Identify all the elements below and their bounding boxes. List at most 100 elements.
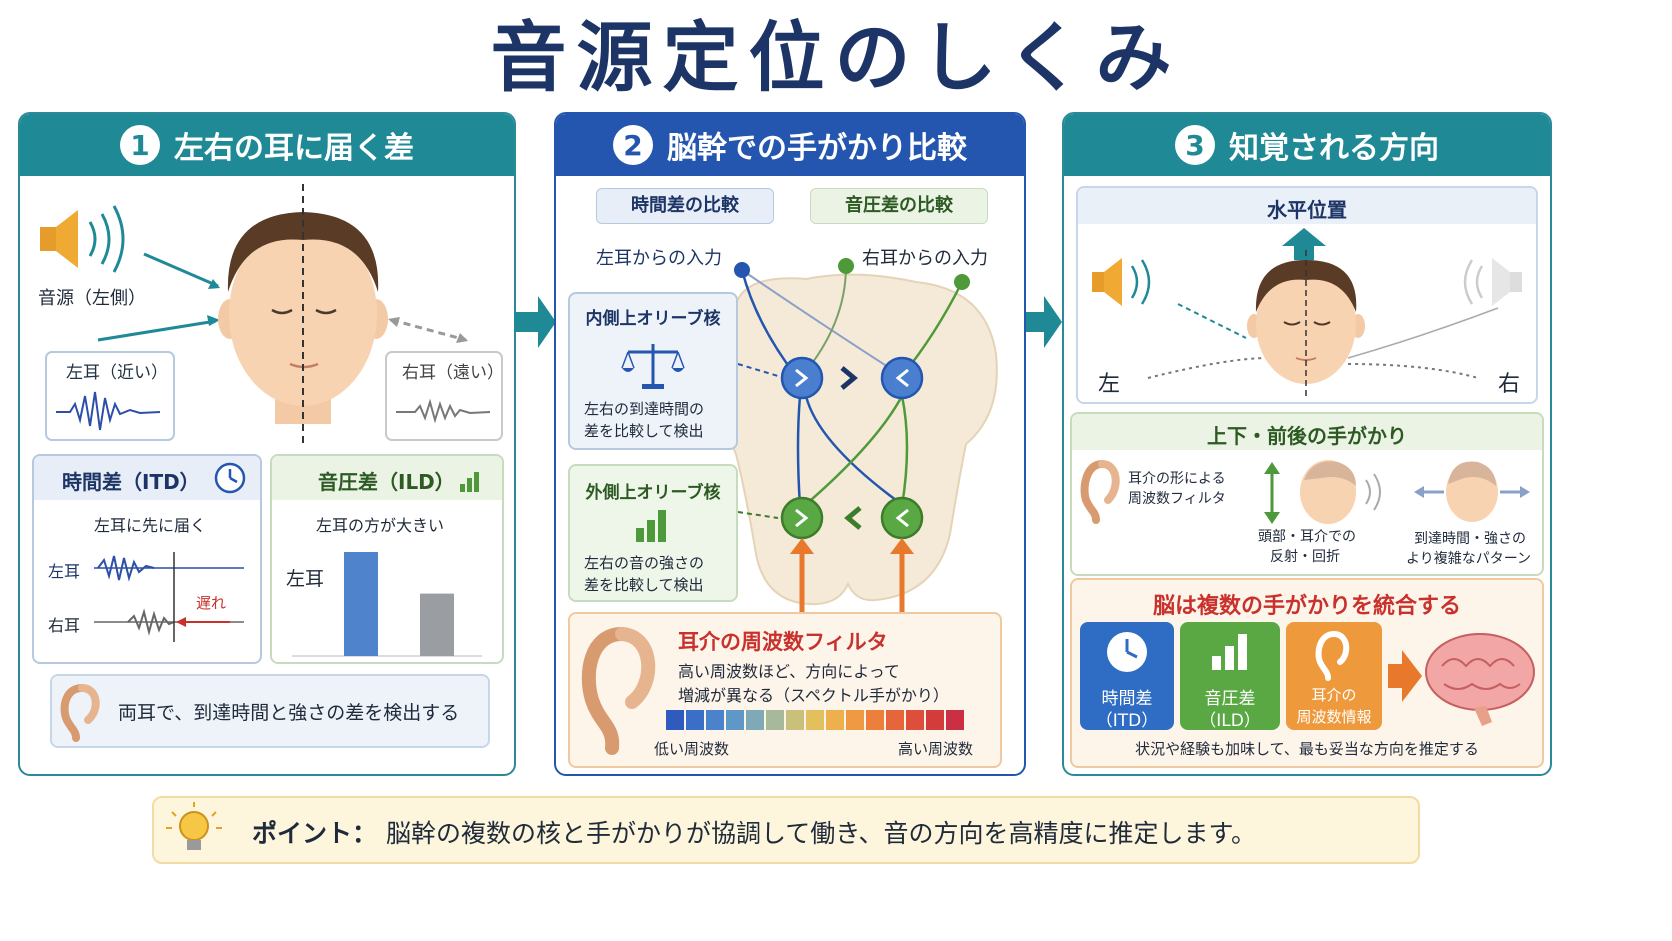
itd-left-label: 左耳 bbox=[48, 562, 81, 581]
spectrum-cell bbox=[826, 710, 844, 730]
ild-title: 音圧差（ILD） bbox=[318, 470, 455, 494]
head-reflect-2: 反射・回折 bbox=[1270, 549, 1340, 565]
panel3-title: 知覚される方向 bbox=[1229, 131, 1439, 166]
piece3-line1: 耳介の bbox=[1311, 686, 1357, 704]
left-ear-waveform bbox=[56, 391, 161, 431]
brainstem-diagram bbox=[721, 258, 998, 614]
mso-box: 内側上オリーブ核 左右の到達時間の 差を比較して検出 bbox=[568, 292, 738, 450]
itd-desc: 左耳に先に届く bbox=[94, 516, 207, 535]
itd-title: 時間差（ITD） bbox=[62, 470, 200, 494]
arrow-up-icon bbox=[1282, 228, 1326, 260]
complex-2: より複雑なパターン bbox=[1406, 551, 1532, 567]
right-ear-label: 右耳（遠い） bbox=[402, 363, 504, 383]
piece2-line1: 音圧差 bbox=[1204, 689, 1256, 709]
ear-icon bbox=[60, 684, 100, 742]
panel-brainstem: 2 脳幹での手がかり比較 時間差の比較 音圧差の比較 bbox=[554, 112, 1026, 776]
panel2-header: 2 脳幹での手がかり比較 bbox=[556, 114, 1024, 176]
panel3-header: 3 知覚される方向 bbox=[1064, 114, 1550, 176]
horizontal-position-box: 水平位置 左 右 bbox=[1076, 186, 1538, 404]
spectrum-cell bbox=[786, 710, 804, 730]
page-title: 音源定位のしくみ bbox=[490, 13, 1182, 102]
point-label: ポイント： bbox=[252, 819, 378, 848]
piece1-line1: 時間差 bbox=[1101, 689, 1153, 709]
vertical-cues-diagram bbox=[1080, 460, 1530, 524]
spectrum-cell bbox=[746, 710, 764, 730]
panel1-title: 左右の耳に届く差 bbox=[174, 131, 414, 166]
ear-icon bbox=[1080, 460, 1120, 524]
ild-chart bbox=[292, 472, 482, 657]
panel1-footer: 両耳で、到達時間と強さの差を検出する bbox=[50, 674, 490, 748]
lso-box: 外側上オリーブ核 左右の音の強さの 差を比較して検出 bbox=[568, 464, 738, 602]
lightbulb-icon bbox=[166, 802, 222, 850]
input-right-label: 右耳からの入力 bbox=[862, 248, 988, 269]
piece3-line2: 周波数情報 bbox=[1296, 708, 1372, 726]
speaker-icon bbox=[40, 205, 125, 273]
lso-title: 外側上オリーブ核 bbox=[585, 483, 721, 503]
ild-desc: 左耳の方が大きい bbox=[316, 516, 445, 535]
panel1-header: 1 左右の耳に届く差 bbox=[20, 114, 514, 176]
tag-level-comparison: 音圧差の比較 bbox=[810, 188, 988, 224]
spectrum-cell bbox=[706, 710, 724, 730]
spectrum-cell bbox=[866, 710, 884, 730]
up-down-arrow-icon bbox=[1264, 462, 1280, 524]
spectrum-cell bbox=[666, 710, 684, 730]
pinna-shape-2: 周波数フィルタ bbox=[1128, 491, 1226, 507]
complex-1: 到達時間・強さの bbox=[1414, 531, 1526, 547]
arrow-right-icon bbox=[1388, 650, 1422, 702]
ear-icon bbox=[581, 627, 656, 755]
panel2-title: 脳幹での手がかり比較 bbox=[667, 131, 967, 166]
balance-scale-icon bbox=[621, 344, 685, 389]
head-profile-icon bbox=[1446, 461, 1498, 522]
vertical-cues-box: 上下・前後の手がかり 耳介の形による 周波数フィルタ 頭部・耳介での 反射・回折… bbox=[1070, 412, 1544, 576]
left-label: 左 bbox=[1098, 372, 1121, 397]
mso-desc-2: 差を比較して検出 bbox=[584, 422, 704, 440]
panel-ear-difference: 1 左右の耳に届く差 bbox=[18, 112, 516, 776]
spectrum-cell bbox=[946, 710, 964, 730]
ear-icon bbox=[1315, 631, 1350, 681]
pinna-shape-1: 耳介の形による bbox=[1128, 471, 1226, 487]
pinna-filter-box: 耳介の周波数フィルタ 高い周波数ほど、方向によって 増減が異なる（スペクトル手が… bbox=[568, 612, 1002, 768]
panel1-footer-text: 両耳で、到達時間と強さの差を検出する bbox=[118, 702, 460, 724]
point-banner: ポイント： 脳幹の複数の核と手がかりが協調して働き、音の方向を高精度に推定します… bbox=[152, 796, 1420, 864]
speaker-icon bbox=[1092, 258, 1151, 306]
integration-box: 脳は複数の手がかりを統合する 時間差 （ITD） 音圧差 （ILD） 耳介の 周… bbox=[1070, 578, 1544, 768]
piece2-line2: （ILD） bbox=[1199, 711, 1261, 731]
pinna-title: 耳介の周波数フィルタ bbox=[678, 630, 888, 654]
puzzle-piece-pinna: 耳介の 周波数情報 bbox=[1286, 622, 1382, 730]
lso-desc-1: 左右の音の強さの bbox=[584, 554, 705, 572]
signal-bars-icon bbox=[636, 510, 666, 542]
low-frequency-label: 低い周波数 bbox=[654, 740, 730, 758]
arrow-right-icon bbox=[514, 296, 556, 348]
step-number-1: 1 bbox=[120, 125, 160, 165]
itd-right-label: 右耳 bbox=[48, 616, 81, 635]
input-left-label: 左耳からの入力 bbox=[596, 248, 722, 269]
panel1-graphics bbox=[40, 184, 503, 444]
itd-box: 時間差（ITD） 左耳に先に届く 左耳 右耳 遅れ bbox=[32, 454, 262, 664]
right-label: 右 bbox=[1498, 372, 1521, 397]
spectrum-cell bbox=[886, 710, 904, 730]
spectrum-cell bbox=[926, 710, 944, 730]
ild-box: 音圧差（ILD） 左耳の方が大きい 左耳 bbox=[270, 454, 504, 664]
spectrum-cell bbox=[806, 710, 824, 730]
integration-graphics bbox=[1388, 633, 1535, 726]
step-number-3: 3 bbox=[1175, 125, 1215, 165]
itd-delay-label: 遅れ bbox=[196, 594, 227, 612]
speaker-icon-muted bbox=[1463, 258, 1522, 306]
itd-chart bbox=[94, 462, 246, 642]
signal-bars-icon bbox=[1212, 634, 1247, 670]
step-number-2: 2 bbox=[613, 125, 653, 165]
puzzle-piece-itd: 時間差 （ITD） bbox=[1080, 622, 1174, 731]
signal-bars-icon bbox=[460, 472, 479, 492]
frequency-spectrum-bar bbox=[666, 710, 966, 730]
spectrum-cell bbox=[766, 710, 784, 730]
clock-icon bbox=[1107, 632, 1147, 672]
head-reflect-1: 頭部・耳介での bbox=[1258, 529, 1356, 545]
ild-bar-right bbox=[420, 593, 454, 656]
piece1-line2: （ITD） bbox=[1095, 711, 1159, 731]
source-label: 音源（左側） bbox=[38, 288, 146, 309]
left-right-arrow-icon bbox=[1414, 486, 1530, 498]
puzzle-piece-ild: 音圧差 （ILD） bbox=[1180, 622, 1280, 731]
high-frequency-label: 高い周波数 bbox=[898, 740, 974, 758]
point-text: 脳幹の複数の核と手がかりが協調して働き、音の方向を高精度に推定します。 bbox=[386, 819, 1257, 848]
lso-desc-2: 差を比較して検出 bbox=[584, 576, 704, 594]
